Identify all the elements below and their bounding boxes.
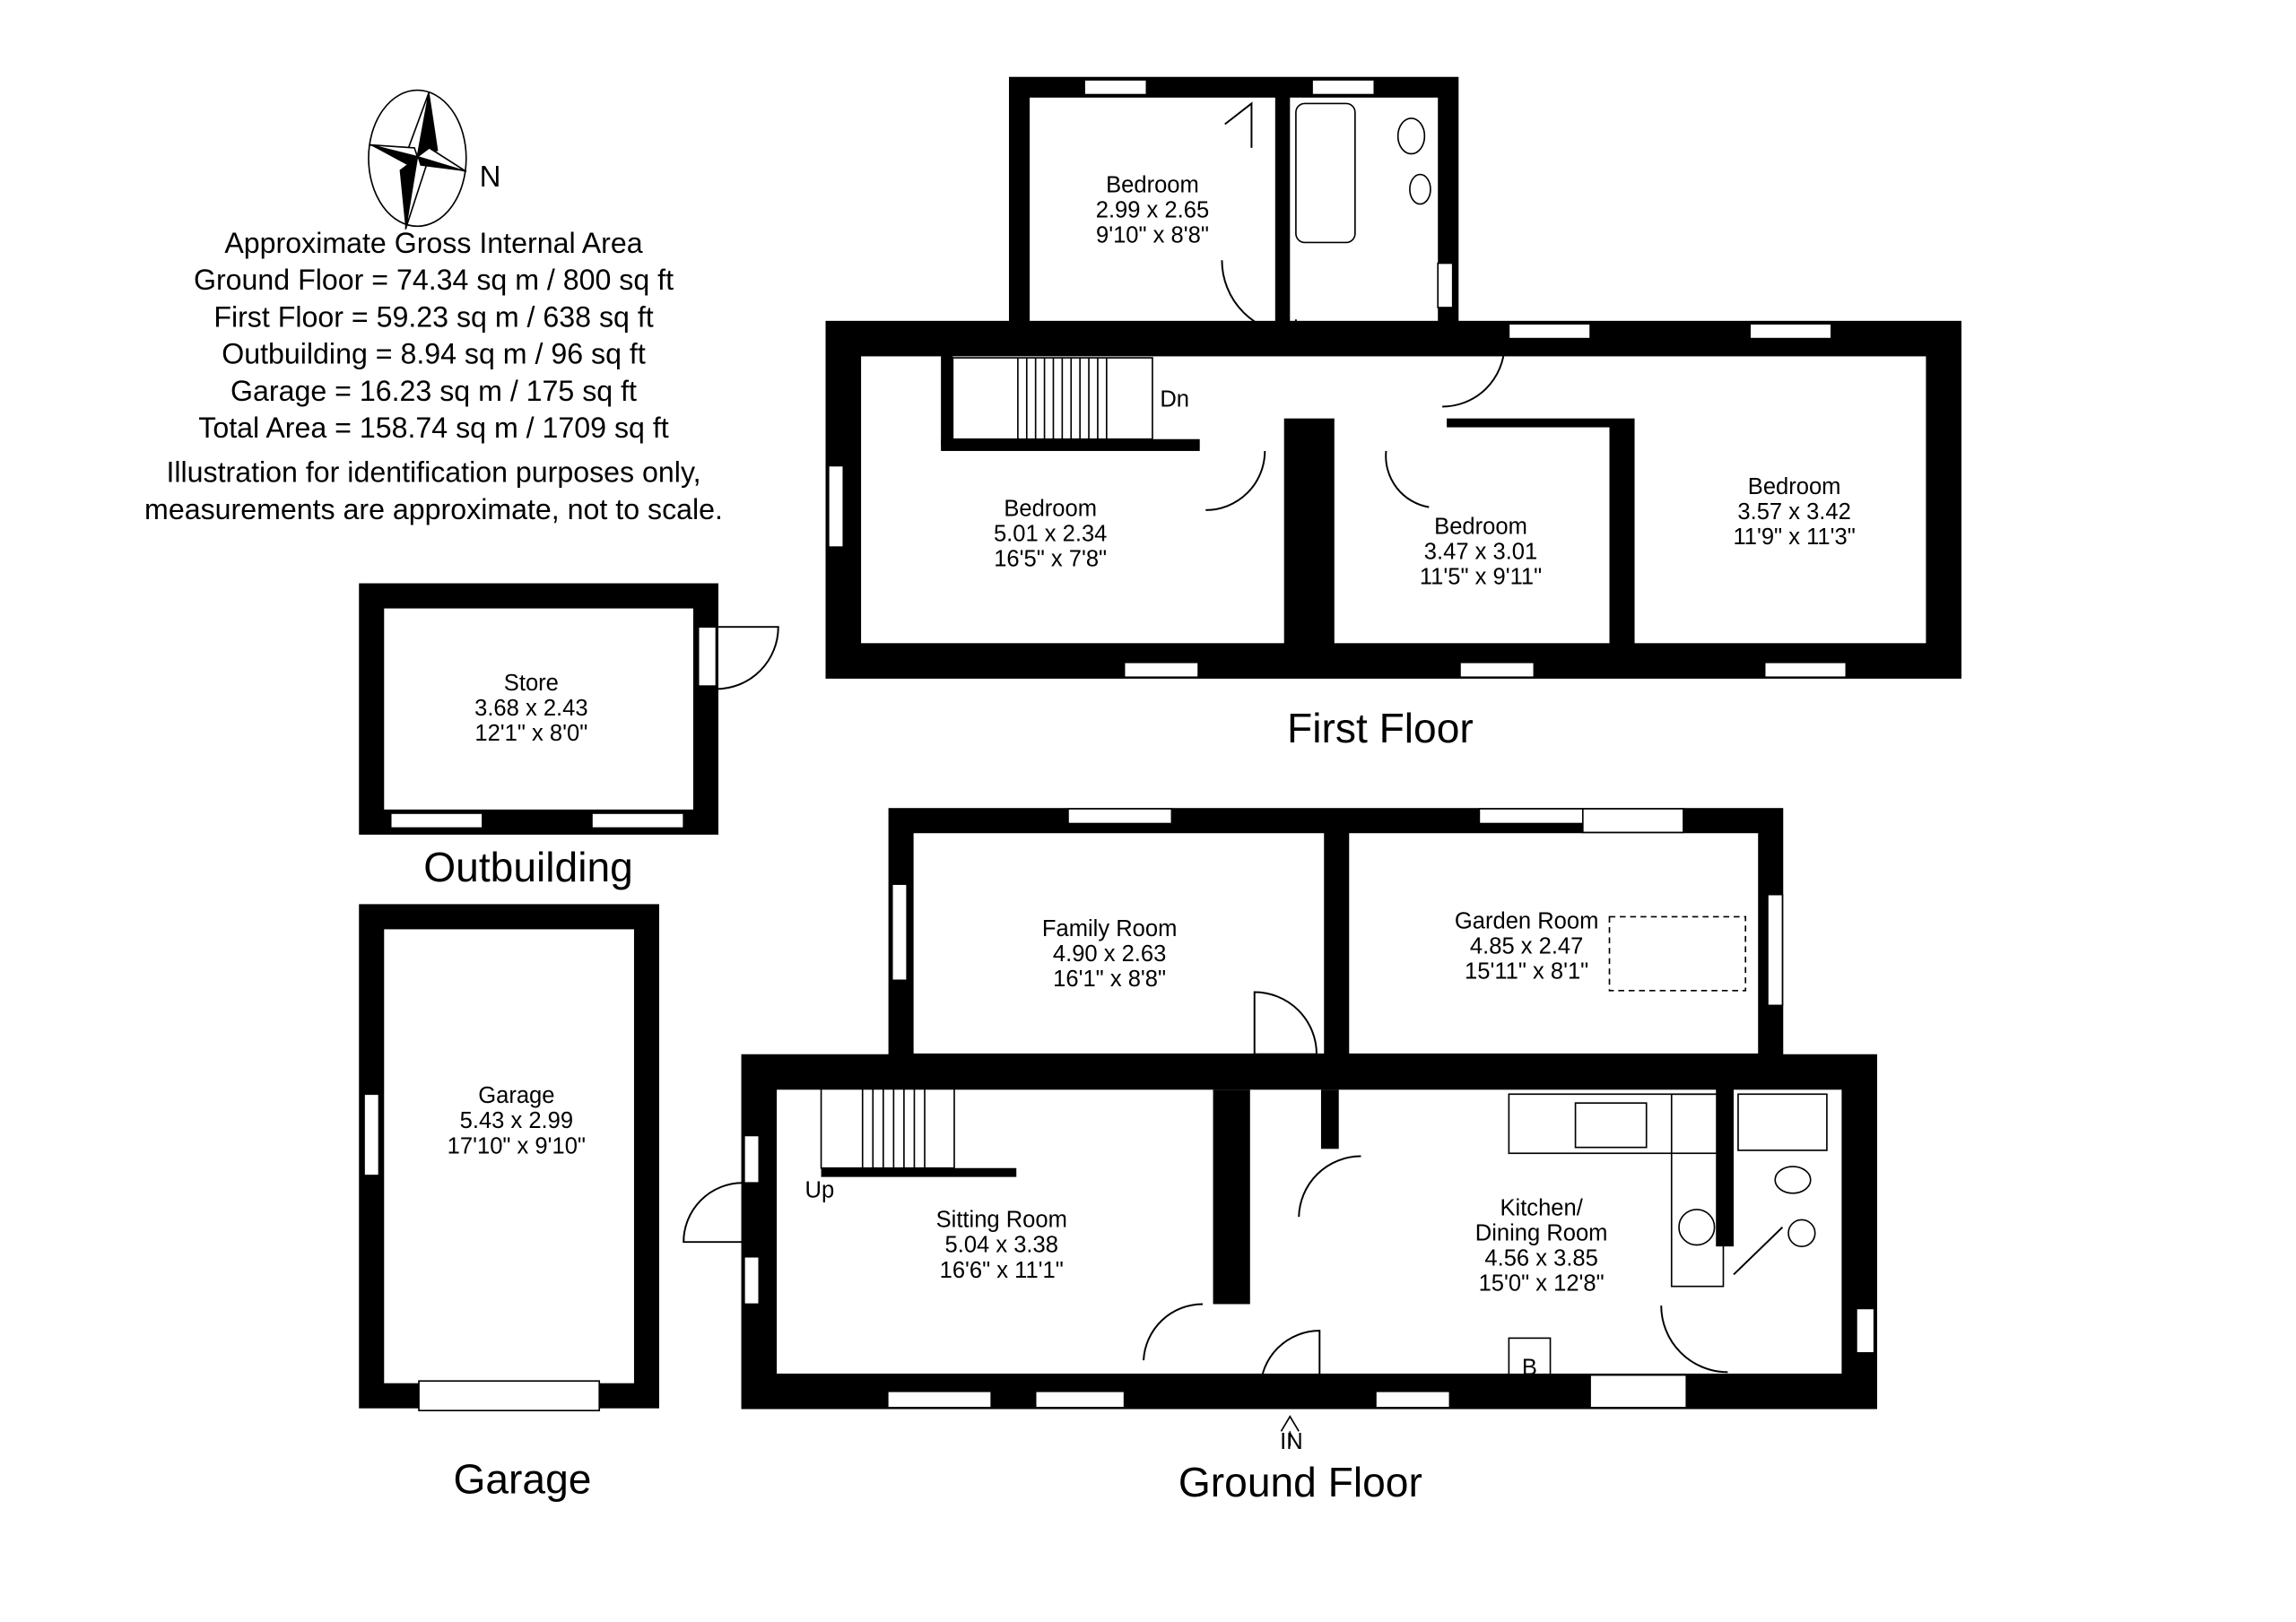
room-size-imperial: 16'6" x 11'1"	[940, 1258, 1064, 1283]
room-size-metric: 5.01 x 2.34	[994, 522, 1107, 547]
boiler-cupboard	[1508, 1337, 1552, 1391]
staircase	[820, 1086, 955, 1169]
room-name: Bedroom	[1004, 497, 1097, 522]
basin	[1409, 173, 1431, 205]
compass-north-label: N	[480, 160, 501, 193]
bathtub	[1295, 102, 1356, 244]
area-outbuilding: Outbuilding = 8.94 sq m / 96 sq ft	[222, 338, 646, 370]
room-size-imperial: 9'10" x 8'8"	[1096, 222, 1209, 247]
toilet	[1774, 1166, 1812, 1194]
area-total: Total Area = 158.74 sq m / 1709 sq ft	[198, 412, 668, 444]
garage-plan: Garage 5.43 x 2.99 17'10" x 9'10"	[359, 904, 659, 1412]
room-size-imperial: 11'5" x 9'11"	[1420, 564, 1542, 589]
ground-floor-title: Ground Floor	[1178, 1459, 1422, 1505]
shower	[1737, 1093, 1828, 1151]
toilet	[1396, 117, 1426, 155]
room-size-metric: 5.04 x 3.38	[945, 1233, 1058, 1258]
first-floor-plan: Dn	[825, 76, 1961, 679]
stairs-down-label: Dn	[1160, 386, 1189, 412]
ground-floor-room-labels: Family Room 4.90 x 2.63 16'1" x 8'8" Gar…	[936, 909, 1608, 1297]
compass-rose-icon	[368, 89, 467, 230]
room-size-metric: 3.57 x 3.42	[1737, 499, 1850, 525]
roof-lantern	[1608, 915, 1747, 992]
room-size-metric: 4.90 x 2.63	[1053, 941, 1166, 967]
room-size-metric: 3.47 x 3.01	[1424, 539, 1537, 564]
garage-title: Garage	[453, 1456, 591, 1503]
stairs-up-label: Up	[805, 1178, 835, 1203]
disclaimer-line-1: Illustration for identification purposes…	[166, 456, 700, 489]
area-ground-floor: Ground Floor = 74.34 sq m / 800 sq ft	[194, 264, 674, 296]
room-size-imperial: 11'9" x 11'3"	[1733, 525, 1855, 550]
area-garage: Garage = 16.23 sq m / 175 sq ft	[230, 375, 637, 407]
room-size-metric: 4.85 x 2.47	[1470, 934, 1583, 959]
outbuilding-plan: Store 3.68 x 2.43 12'1" x 8'0"	[359, 583, 779, 835]
room-name: Garden Room	[1455, 909, 1598, 934]
room-name: Dining Room	[1475, 1221, 1608, 1246]
room-size-imperial: 16'1" x 8'8"	[1053, 967, 1166, 992]
room-size-metric: 3.68 x 2.43	[474, 696, 587, 721]
disclaimer-line-2: measurements are approximate, not to sca…	[144, 493, 723, 525]
room-name: Garage	[478, 1083, 554, 1108]
room-name: Bedroom	[1748, 474, 1841, 499]
outbuilding-title: Outbuilding	[423, 844, 633, 890]
room-size-imperial: 17'10" x 9'10"	[448, 1133, 586, 1158]
basin	[1787, 1219, 1816, 1247]
entrance-label: IN	[1280, 1429, 1303, 1454]
room-name: Sitting Room	[936, 1208, 1067, 1233]
room-name: Kitchen/	[1500, 1196, 1583, 1221]
entrance-arrow-icon	[1280, 1415, 1300, 1446]
area-heading: Approximate Gross Internal Area	[224, 227, 642, 259]
room-size-imperial: 15'11" x 8'1"	[1465, 959, 1588, 984]
room-name: Bedroom	[1106, 172, 1199, 197]
ground-floor-plan: Up B	[683, 808, 1877, 1446]
sink	[1574, 1102, 1648, 1149]
room-size-metric: 4.56 x 3.85	[1484, 1246, 1597, 1271]
room-size-metric: 2.99 x 2.65	[1096, 197, 1209, 222]
room-size-imperial: 12'1" x 8'0"	[474, 721, 587, 746]
room-name: Store	[504, 671, 559, 696]
first-floor-title: First Floor	[1287, 705, 1474, 751]
room-size-imperial: 15'0" x 12'8"	[1479, 1271, 1605, 1297]
room-name: Bedroom	[1434, 514, 1527, 539]
boiler-label: B	[1522, 1356, 1537, 1381]
staircase	[952, 357, 1153, 440]
room-name: Family Room	[1042, 916, 1177, 941]
area-first-floor: First Floor = 59.23 sq m / 638 sq ft	[213, 300, 653, 333]
room-size-metric: 5.43 x 2.99	[460, 1108, 573, 1133]
area-summary: Approximate Gross Internal Area Ground F…	[144, 227, 723, 525]
first-floor-room-labels: Bedroom 2.99 x 2.65 9'10" x 8'8" Bedroom…	[994, 172, 1856, 589]
room-size-imperial: 16'5" x 7'8"	[994, 547, 1107, 572]
hob	[1678, 1209, 1716, 1246]
